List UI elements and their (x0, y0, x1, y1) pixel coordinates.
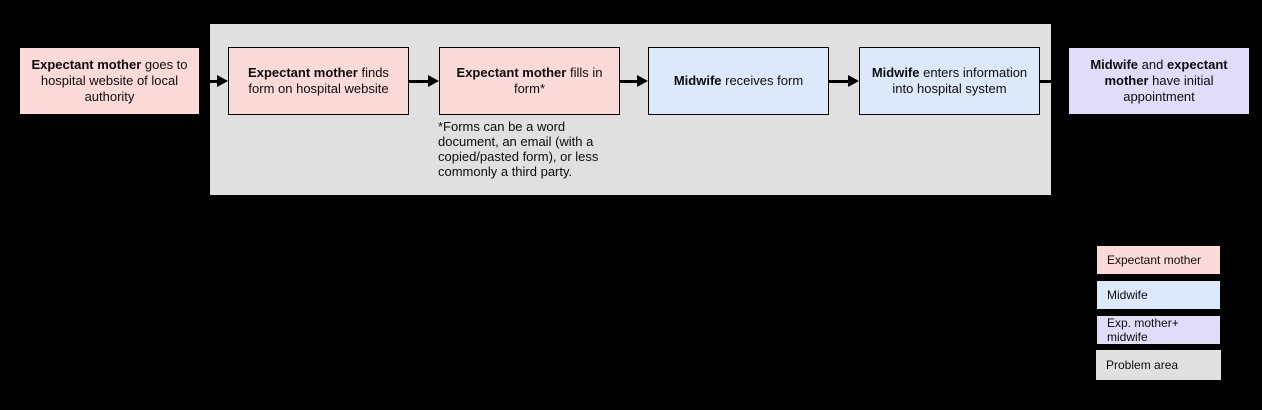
arrow-shaft (1040, 79, 1057, 83)
arrow-shaft (409, 79, 428, 83)
flow-step-4: Midwife receives form (648, 47, 829, 115)
legend-item-label: Exp. mother+ midwife (1107, 316, 1179, 344)
flow-step-2-label: Expectant mother finds form on hospital … (248, 65, 389, 96)
arrow-head-icon (217, 75, 228, 87)
legend-item-expectant-mother: Expectant mother (1096, 245, 1221, 275)
flow-step-5: Midwife enters information into hospital… (859, 47, 1040, 115)
flow-step-4-label: Midwife receives form (673, 73, 804, 88)
arrow-shaft (620, 79, 637, 83)
flow-step-2: Expectant mother finds form on hospital … (228, 47, 409, 115)
legend-item-exp-mother-midwife: Exp. mother+ midwife (1096, 315, 1221, 345)
arrow-head-icon (428, 75, 439, 87)
flow-step-1-label: Expectant mother goes to hospital websit… (31, 57, 188, 104)
flow-step-3-label: Expectant mother fills in form* (456, 65, 603, 96)
arrow-shaft (200, 79, 217, 83)
flow-arrow-5 (1040, 75, 1068, 87)
legend-item-label: Expectant mother (1107, 253, 1202, 267)
flow-step-3: Expectant mother fills in form* (439, 47, 620, 115)
forms-footnote: *Forms can be a word document, an email … (438, 119, 599, 179)
legend-item-problem-area: Problem area (1096, 350, 1221, 380)
arrow-head-icon (848, 75, 859, 87)
legend-item-label: Midwife (1107, 288, 1148, 302)
flow-arrow-4 (829, 75, 859, 87)
flow-arrow-2 (409, 75, 439, 87)
flow-step-5-label: Midwife enters information into hospital… (871, 65, 1028, 96)
flow-step-6-label: Midwife and expectant mother have initia… (1090, 57, 1228, 104)
flow-step-6: Midwife and expectant mother have initia… (1068, 47, 1250, 115)
flow-arrow-1 (200, 75, 228, 87)
legend-item-midwife: Midwife (1096, 280, 1221, 310)
legend-item-label: Problem area (1106, 358, 1179, 372)
flow-step-1: Expectant mother goes to hospital websit… (19, 47, 200, 115)
legend: Expectant mother Midwife Exp. mother+ mi… (1096, 245, 1221, 380)
flow-arrow-3 (620, 75, 648, 87)
arrow-shaft (829, 79, 848, 83)
arrow-head-icon (1057, 75, 1068, 87)
arrow-head-icon (637, 75, 648, 87)
